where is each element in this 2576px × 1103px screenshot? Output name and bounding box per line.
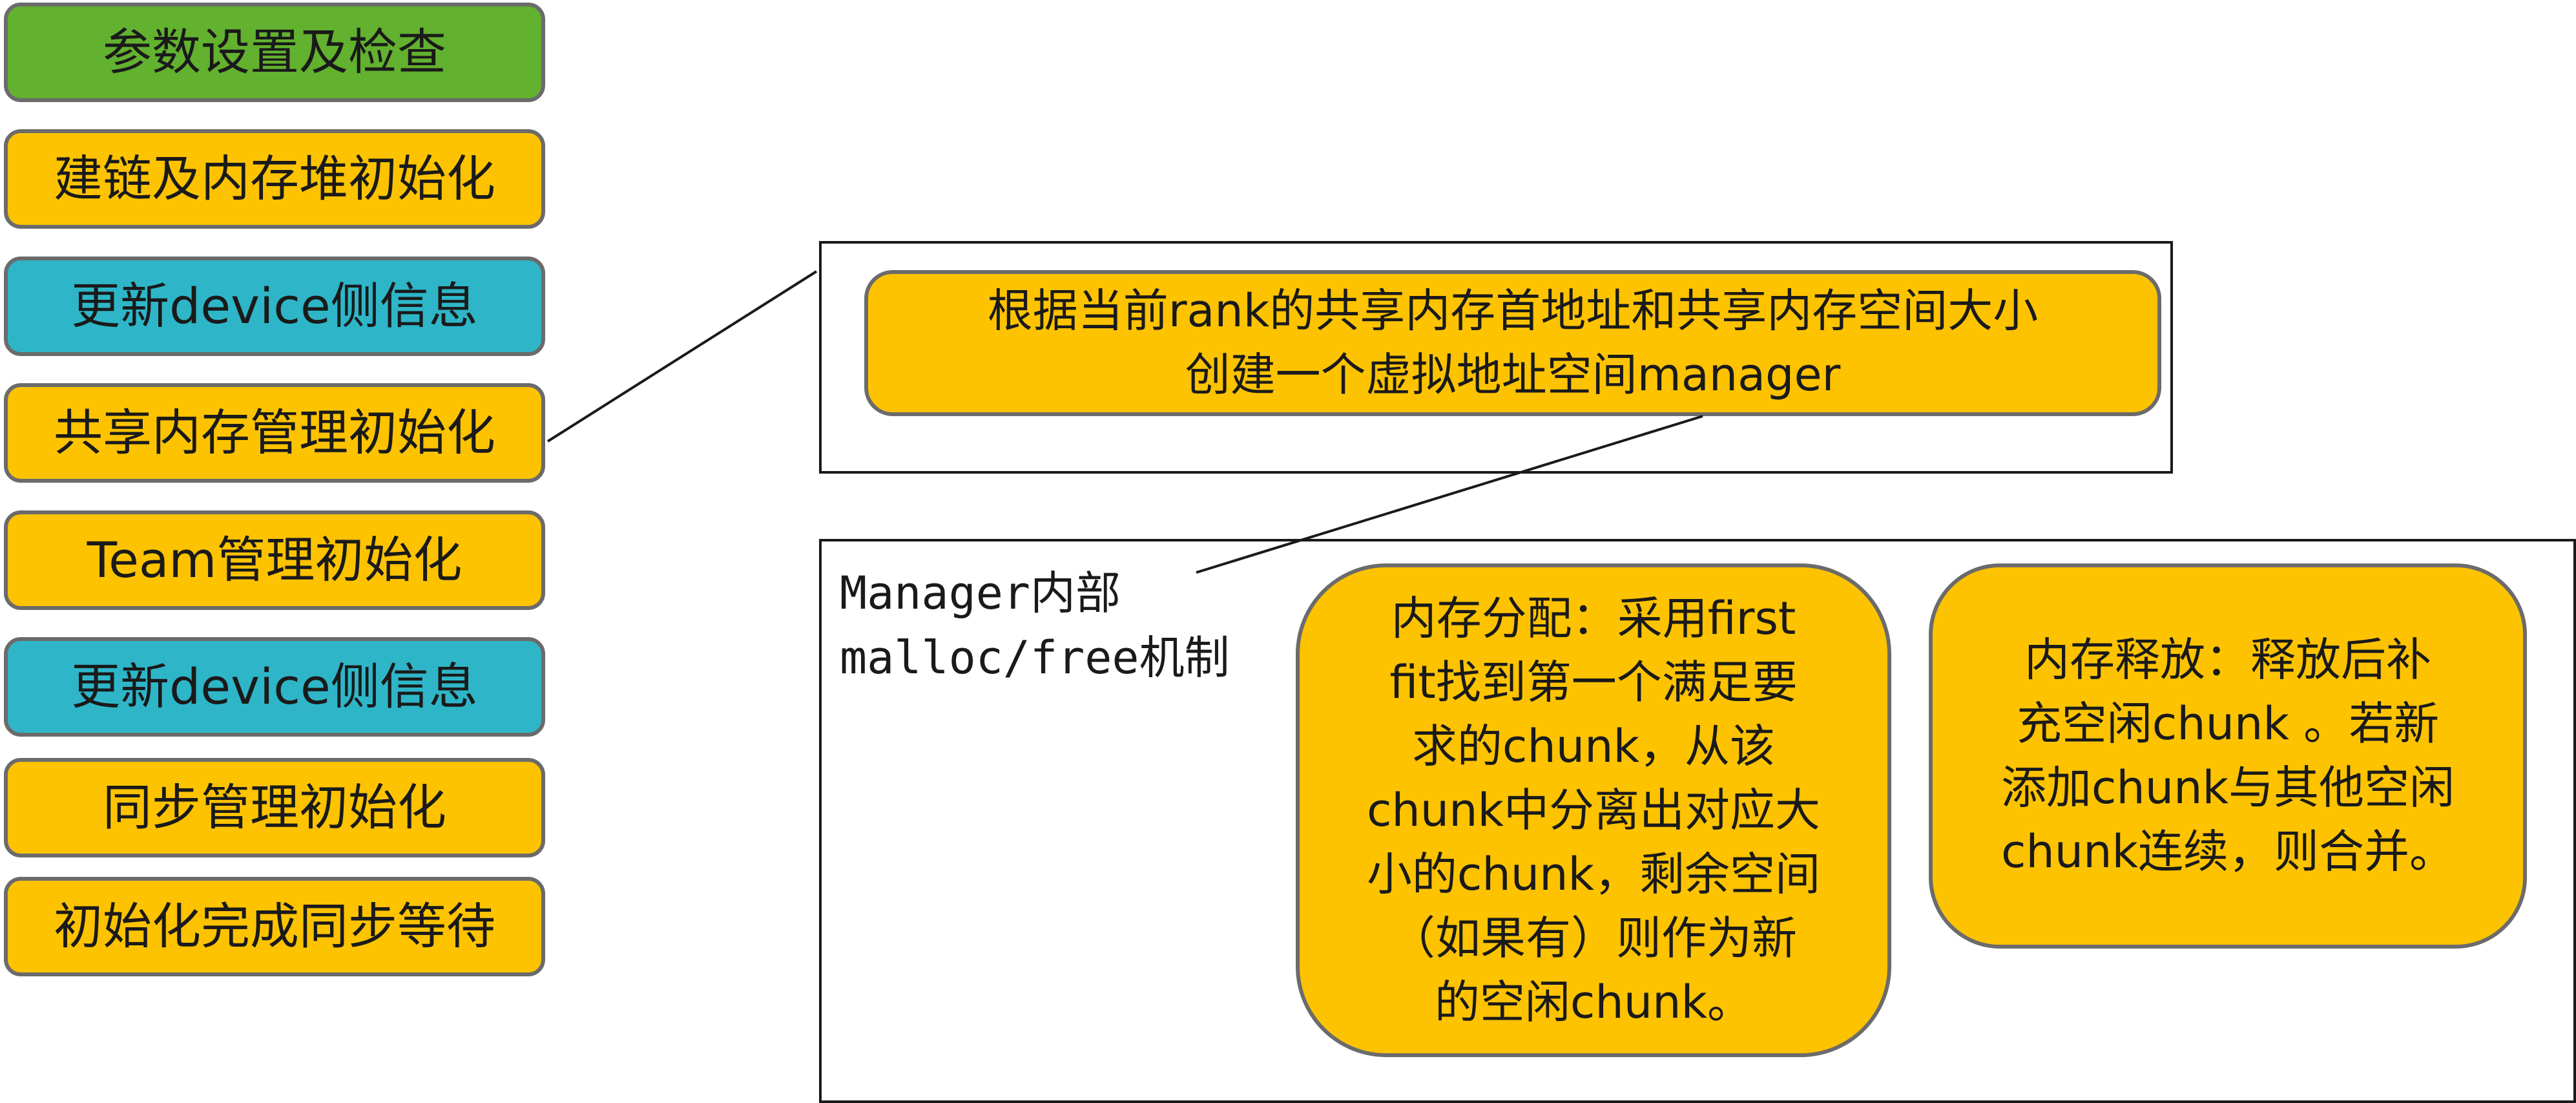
step-shared-mem-init: 共享内存管理初始化	[4, 383, 545, 483]
alloc-box: 内存分配：采用first fit找到第一个满足要 求的chunk，从该 chun…	[1296, 563, 1891, 1057]
step-label: 共享内存管理初始化	[54, 404, 495, 461]
mechanism-label: Manager内部 malloc/free机制	[840, 561, 1230, 690]
manager-create-box: 根据当前rank的共享内存首地址和共享内存空间大小 创建一个虚拟地址空间mana…	[864, 270, 2161, 416]
mechanism-label-line-1: Manager内部	[840, 567, 1121, 620]
mechanism-label-line-2: malloc/free机制	[840, 631, 1230, 684]
step-update-device-info-1: 更新device侧信息	[4, 257, 545, 356]
step-label: 参数设置及检查	[103, 23, 446, 81]
alloc-line-1: 内存分配：采用first	[1391, 591, 1796, 645]
step-label: 更新device侧信息	[71, 658, 478, 715]
step-init-done-wait: 初始化完成同步等待	[4, 877, 545, 976]
alloc-line-5: 小的chunk，剩余空间	[1366, 847, 1821, 901]
step-sync-init: 同步管理初始化	[4, 758, 545, 857]
step-link-heap-init: 建链及内存堆初始化	[4, 129, 545, 229]
free-line-4: chunk连续，则合并。	[2000, 825, 2455, 878]
alloc-line-6: （如果有）则作为新	[1390, 911, 1797, 965]
alloc-line-2: fit找到第一个满足要	[1389, 655, 1798, 709]
connector-step-to-manager-frame	[546, 270, 818, 443]
step-label: 初始化完成同步等待	[54, 898, 495, 955]
alloc-line-3: 求的chunk，从该	[1411, 719, 1776, 773]
step-label: 同步管理初始化	[103, 779, 446, 836]
alloc-line-4: chunk中分离出对应大	[1366, 783, 1821, 837]
free-line-1: 内存释放：释放后补	[2024, 633, 2431, 686]
manager-create-line-2: 创建一个虚拟地址空间manager	[1185, 348, 1841, 401]
step-param-check: 参数设置及检查	[4, 3, 545, 102]
alloc-line-7: 的空闲chunk。	[1434, 975, 1753, 1029]
step-label: 更新device侧信息	[71, 277, 478, 335]
step-team-init: Team管理初始化	[4, 510, 545, 610]
free-line-2: 充空闲chunk 。若新	[2016, 697, 2440, 750]
step-update-device-info-2: 更新device侧信息	[4, 637, 545, 737]
free-box: 内存释放：释放后补 充空闲chunk 。若新 添加chunk与其他空闲 chun…	[1929, 563, 2527, 949]
free-line-3: 添加chunk与其他空闲	[2000, 761, 2455, 814]
step-label: Team管理初始化	[87, 531, 462, 589]
step-label: 建链及内存堆初始化	[54, 150, 495, 207]
manager-create-line-1: 根据当前rank的共享内存首地址和共享内存空间大小	[987, 284, 2039, 337]
